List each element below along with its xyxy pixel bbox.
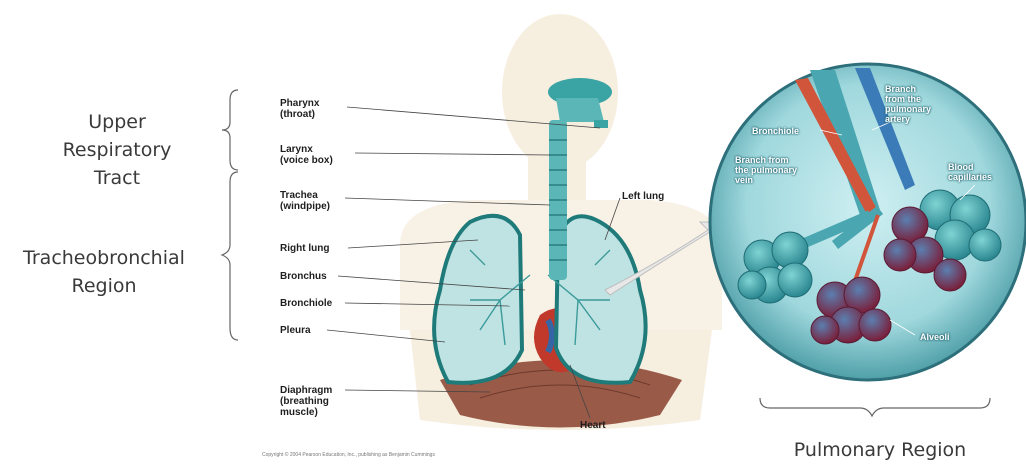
branch-pulmonary-vein-label: Branch from the pulmonary vein [735,155,797,185]
pharynx-label: Pharynx (throat) [280,98,319,120]
inset-bronchiole-label: Bronchiole [752,126,799,136]
alveoli-inset [710,64,1026,380]
left-lung-label: Left lung [622,191,664,202]
larynx-label: Larynx (voice box) [280,144,333,166]
pleura-label: Pleura [280,325,311,336]
alveoli-label: Alveoli [920,332,950,342]
pulmonary-region-label: Pulmonary Region [770,436,990,464]
bronchiole-label: Bronchiole [280,298,332,309]
copyright-text: Copyright © 2004 Pearson Education, Inc.… [262,452,435,458]
trachea-label: Trachea (windpipe) [280,190,330,212]
branch-pulmonary-artery-label: Branch from the pulmonary artery [885,84,931,124]
diaphragm-label: Diaphragm (breathing muscle) [280,385,332,418]
bronchus-label: Bronchus [280,271,327,282]
upper-respiratory-tract-label: Upper Respiratory Tract [62,108,172,192]
upper-tract-bracket [222,90,238,170]
blood-capillaries-label: Blood capillaries [948,162,992,182]
tracheobronchial-region-label: Tracheobronchial Region [4,244,204,300]
heart-label: Heart [580,420,606,431]
pulmonary-bracket [760,398,990,416]
right-lung-label: Right lung [280,243,329,254]
tracheobronchial-bracket [222,172,238,340]
